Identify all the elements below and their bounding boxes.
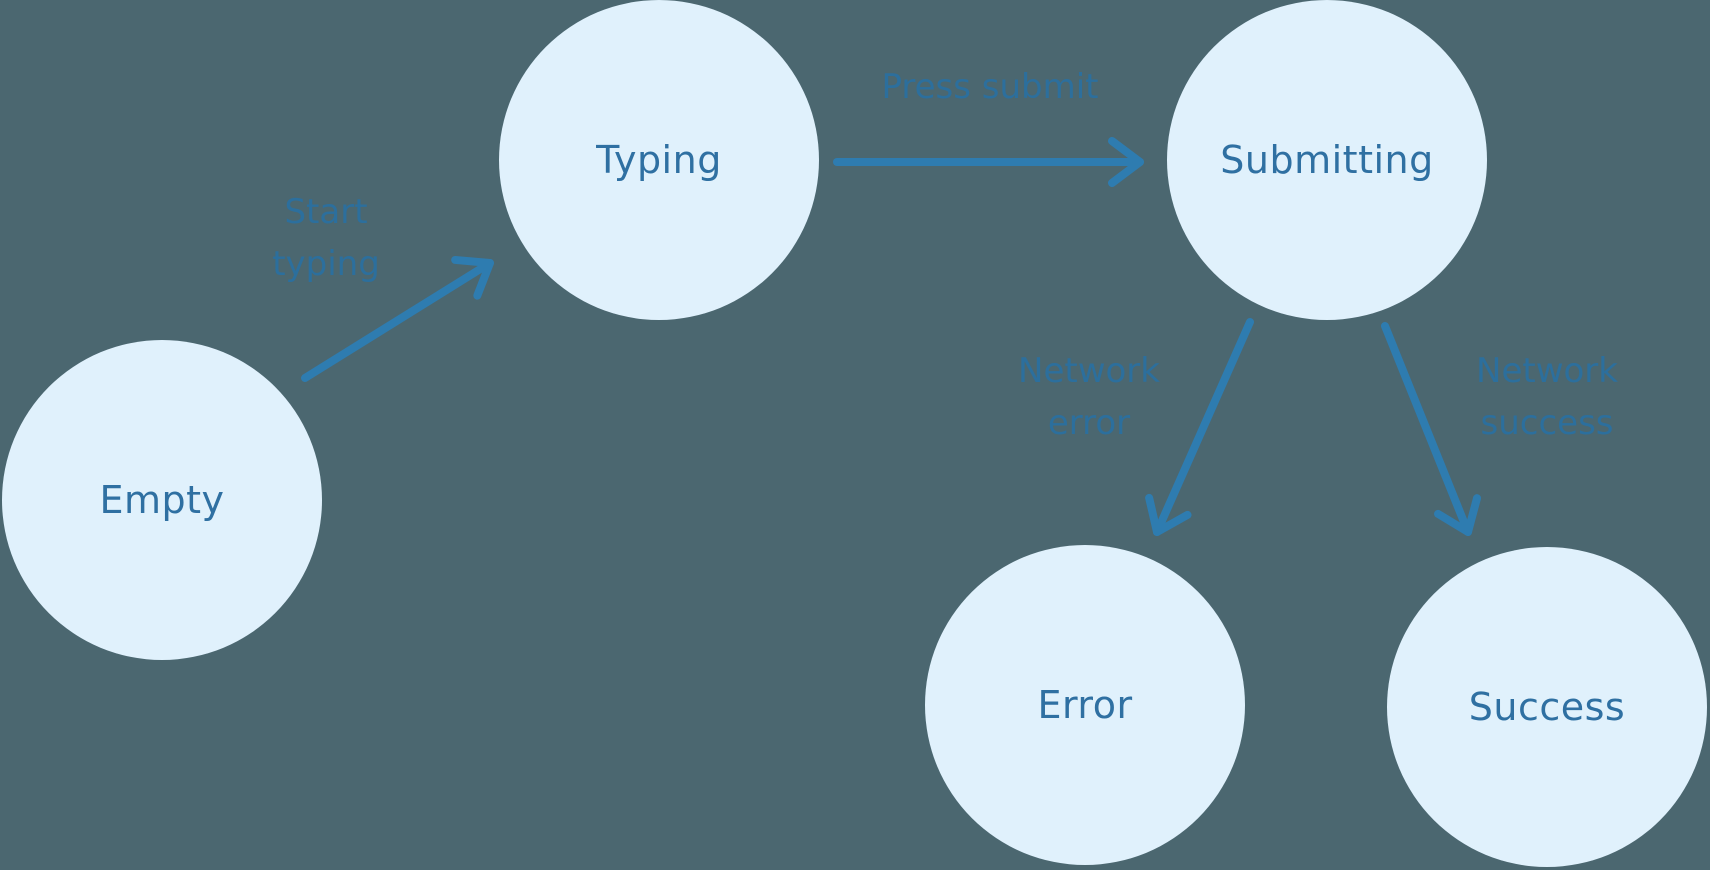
state-label-success: Success: [1468, 685, 1626, 729]
state-label-submitting: Submitting: [1220, 138, 1434, 182]
transition-label-network-error: Network error: [1018, 345, 1160, 449]
transition-label-line: Press submit: [881, 67, 1099, 107]
state-node-error: Error: [925, 545, 1245, 865]
state-node-empty: Empty: [2, 340, 322, 660]
state-label-error: Error: [1037, 683, 1133, 727]
arrow-submitting-to-error: [1145, 318, 1254, 536]
transition-label-line: Network: [1476, 351, 1618, 391]
state-label-empty: Empty: [99, 478, 225, 522]
state-label-typing: Typing: [596, 138, 722, 182]
transition-label-network-success: Network success: [1476, 345, 1618, 449]
state-node-submitting: Submitting: [1167, 0, 1487, 320]
transition-label-line: error: [1047, 403, 1131, 443]
transition-label-line: Start: [284, 192, 368, 232]
state-node-success: Success: [1387, 547, 1707, 867]
transition-label-line: typing: [272, 244, 380, 284]
state-node-typing: Typing: [499, 0, 819, 320]
arrow-submitting-to-success: [1381, 322, 1482, 536]
transition-label-start-typing: Start typing: [272, 186, 380, 290]
transition-label-line: success: [1480, 403, 1614, 443]
transition-label-press-submit: Press submit: [881, 61, 1098, 113]
transition-label-line: Network: [1018, 351, 1160, 391]
